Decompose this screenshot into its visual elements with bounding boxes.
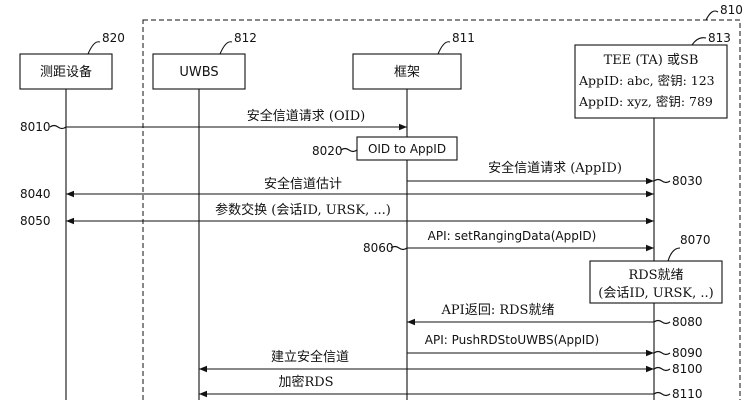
note-rds-ready-line1: RDS就绪 bbox=[628, 268, 683, 283]
participant-device-label: 测距设备 bbox=[40, 64, 92, 80]
ref-810: 810 bbox=[720, 3, 743, 17]
participant-uwbs bbox=[152, 53, 246, 90]
ref-813-leader bbox=[691, 37, 707, 46]
step-ref-8010: 8010 bbox=[20, 120, 51, 134]
note-rds-ready-line2: (会话ID, URSK, ..) bbox=[598, 286, 713, 301]
step-8080-leader bbox=[653, 319, 671, 325]
ref-820: 820 bbox=[102, 31, 125, 45]
participant-framework-label: 框架 bbox=[394, 65, 420, 80]
step-ref-8080: 8080 bbox=[672, 315, 703, 329]
msg-8080-label: API返回: RDS就绪 bbox=[441, 303, 555, 318]
step-ref-8020: 8020 bbox=[312, 144, 343, 158]
step-ref-8070: 8070 bbox=[680, 233, 711, 247]
msg-8060-label: API: setRangingData(AppID) bbox=[428, 229, 597, 243]
step-8030-leader bbox=[653, 178, 671, 184]
participant-uwbs-label: UWBS bbox=[179, 65, 218, 80]
msg-8030-label: 安全信道请求 (AppID) bbox=[488, 160, 622, 176]
step-ref-8030: 8030 bbox=[672, 174, 703, 188]
msg-8100-label: 建立安全信道 bbox=[271, 349, 349, 365]
participant-framework bbox=[352, 53, 462, 90]
step-8060-leader bbox=[390, 245, 408, 251]
ref-812-leader bbox=[219, 41, 233, 55]
note-oid-to-appid bbox=[356, 136, 458, 161]
tee-key-row-2: AppID: xyz, 密钥: 789 bbox=[578, 94, 713, 109]
msg-8050-label: 参数交换 (会话ID, URSK, ...) bbox=[215, 202, 391, 218]
system-boundary bbox=[142, 19, 741, 405]
step-ref-8040: 8040 bbox=[20, 187, 51, 201]
step-8090-leader bbox=[653, 350, 671, 356]
ref-811-leader bbox=[437, 41, 451, 55]
ref-811: 811 bbox=[452, 31, 475, 45]
step-8070-leader bbox=[667, 247, 681, 262]
ref-813: 813 bbox=[708, 31, 731, 45]
step-ref-8100: 8100 bbox=[672, 362, 703, 376]
participant-tee-title: TEE (TA) 或SB bbox=[604, 53, 699, 68]
participant-device bbox=[19, 53, 113, 90]
step-ref-8110: 8110 bbox=[672, 387, 703, 400]
step-ref-8050: 8050 bbox=[20, 214, 51, 228]
msg-8090-label: API: PushRDStoUWBS(AppID) bbox=[425, 333, 599, 347]
note-oid-to-appid-label: OID to AppID bbox=[368, 142, 446, 156]
msg-8110-label: 加密RDS bbox=[278, 374, 333, 390]
step-ref-8090: 8090 bbox=[672, 346, 703, 360]
tee-key-row-1: AppID: abc, 密钥: 123 bbox=[578, 73, 715, 88]
ref-810-leader bbox=[705, 10, 719, 21]
note-rds-ready bbox=[589, 260, 723, 304]
participant-tee bbox=[574, 44, 728, 119]
ref-812: 812 bbox=[234, 31, 257, 45]
step-8100-leader bbox=[653, 366, 671, 372]
step-ref-8060: 8060 bbox=[363, 241, 394, 255]
step-8020-leader bbox=[340, 147, 358, 153]
step-8010-leader bbox=[49, 124, 67, 130]
ref-820-leader bbox=[87, 41, 101, 55]
step-8110-leader bbox=[653, 391, 671, 397]
msg-8040-label: 安全信道估计 bbox=[264, 176, 342, 192]
msg-8010-label: 安全信道请求 (OID) bbox=[247, 108, 366, 124]
